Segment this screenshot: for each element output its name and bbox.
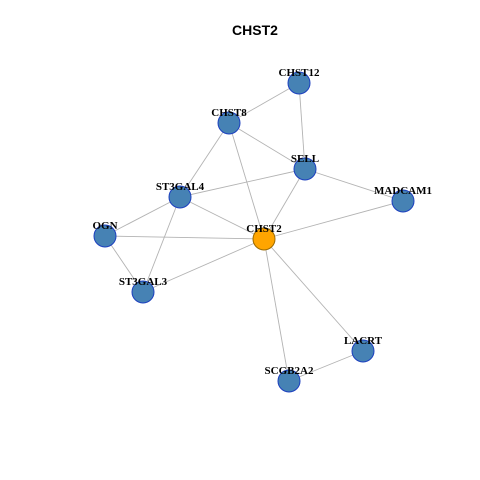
- edge-st3gal4-chst2: [179, 196, 265, 240]
- node-label-madcam1: MADCAM1: [374, 185, 432, 197]
- node-circle-st3gal3[interactable]: [131, 280, 155, 304]
- edge-chst2-lacrt: [263, 238, 364, 352]
- edge-chst8-sell: [228, 122, 306, 170]
- node-madcam1[interactable]: MADCAM1: [374, 185, 432, 213]
- node-circle-lacrt[interactable]: [351, 339, 375, 363]
- node-circle-ogn[interactable]: [93, 224, 117, 248]
- edge-sell-chst2: [263, 168, 306, 240]
- node-lacrt[interactable]: LACRT: [344, 335, 383, 363]
- edge-chst8-st3gal4: [179, 122, 230, 198]
- edge-chst2-scgb2a2: [263, 238, 290, 382]
- node-circle-madcam1[interactable]: [391, 189, 415, 213]
- edge-sell-st3gal4: [179, 168, 306, 198]
- node-st3gal3[interactable]: ST3GAL3: [119, 276, 168, 304]
- node-label-chst2: CHST2: [246, 223, 282, 235]
- node-label-sell: SELL: [291, 153, 319, 165]
- node-circle-scgb2a2[interactable]: [277, 369, 301, 393]
- edge-sell-madcam1: [304, 168, 404, 202]
- node-circle-chst12[interactable]: [287, 71, 311, 95]
- edge-madcam1-chst2: [263, 200, 404, 240]
- edge-lacrt-scgb2a2: [288, 350, 364, 382]
- node-circle-st3gal4[interactable]: [168, 185, 192, 209]
- node-ogn[interactable]: OGN: [92, 220, 118, 248]
- node-chst12[interactable]: CHST12: [279, 67, 320, 95]
- node-st3gal4[interactable]: ST3GAL4: [156, 181, 205, 209]
- edge-ogn-chst2: [104, 235, 265, 240]
- node-label-chst8: CHST8: [211, 107, 247, 119]
- node-circle-chst8[interactable]: [217, 111, 241, 135]
- node-chst2[interactable]: CHST2: [246, 223, 282, 251]
- edge-st3gal4-st3gal3: [142, 196, 181, 293]
- edge-chst12-sell: [298, 82, 306, 170]
- edge-chst8-chst2: [228, 122, 265, 240]
- node-circle-chst2[interactable]: [252, 227, 276, 251]
- node-label-st3gal3: ST3GAL3: [119, 276, 168, 288]
- node-sell[interactable]: SELL: [291, 153, 319, 181]
- node-label-scgb2a2: SCGB2A2: [265, 365, 314, 377]
- node-chst8[interactable]: CHST8: [211, 107, 247, 135]
- node-label-chst12: CHST12: [279, 67, 320, 79]
- edge-chst12-chst8: [228, 82, 300, 124]
- node-label-lacrt: LACRT: [344, 335, 383, 347]
- edge-st3gal4-ogn: [104, 196, 181, 237]
- node-label-ogn: OGN: [92, 220, 117, 232]
- node-label-st3gal4: ST3GAL4: [156, 181, 205, 193]
- node-scgb2a2[interactable]: SCGB2A2: [265, 365, 314, 393]
- edge-st3gal3-chst2: [142, 238, 265, 293]
- node-circle-sell[interactable]: [293, 157, 317, 181]
- diagram-title: CHST2: [232, 22, 278, 38]
